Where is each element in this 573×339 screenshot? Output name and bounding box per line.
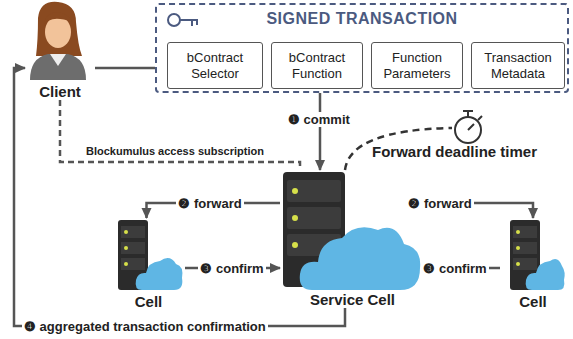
field-box: bContract Selector <box>167 42 263 89</box>
field-text: Transaction Metadata <box>476 50 560 81</box>
cloud-icon <box>300 227 420 290</box>
node-label: Cell <box>102 293 195 310</box>
timer-label: Forward deadline timer <box>370 143 539 160</box>
field-box: Function Parameters <box>371 42 463 89</box>
field-box: Transaction Metadata <box>471 42 565 89</box>
client-person <box>30 2 86 80</box>
field-text: Function Parameters <box>376 50 458 81</box>
transaction-group: SIGNED TRANSACTION bContract Selector bCon… <box>155 3 569 93</box>
field-text: bContract Selector <box>172 50 258 81</box>
connector <box>319 93 322 170</box>
node-label: Service Cell <box>270 291 435 308</box>
stopwatch-icon <box>455 111 482 143</box>
edge-label: ❷ forward <box>406 196 473 211</box>
edge-label: ❶ commit <box>286 112 352 127</box>
node-label: Client <box>15 83 105 100</box>
field-text: bContract Function <box>276 50 358 81</box>
node-label: Cell <box>490 293 573 310</box>
group-title: SIGNED TRANSACTION <box>157 10 567 28</box>
edge-label: ❹ aggregated transaction confirmation <box>22 319 268 334</box>
edge-label: ❸ confirm <box>421 261 488 276</box>
key-icon <box>168 14 198 26</box>
edge-label: ❸ confirm <box>198 261 265 276</box>
edge-label: ❷ forward <box>176 196 243 211</box>
connector <box>60 100 300 170</box>
edge-label: Blockumulus access subscription <box>84 145 266 157</box>
field-box: bContract Function <box>271 42 363 89</box>
cell-node: Cell <box>500 218 566 310</box>
client-actor: Client <box>25 0 95 100</box>
cloud-icon <box>136 258 183 290</box>
connector <box>95 67 155 70</box>
cell-node: Cell <box>112 218 185 310</box>
connector <box>14 68 345 326</box>
cell-node: Service Cell <box>280 170 425 308</box>
cloud-icon <box>526 259 565 290</box>
